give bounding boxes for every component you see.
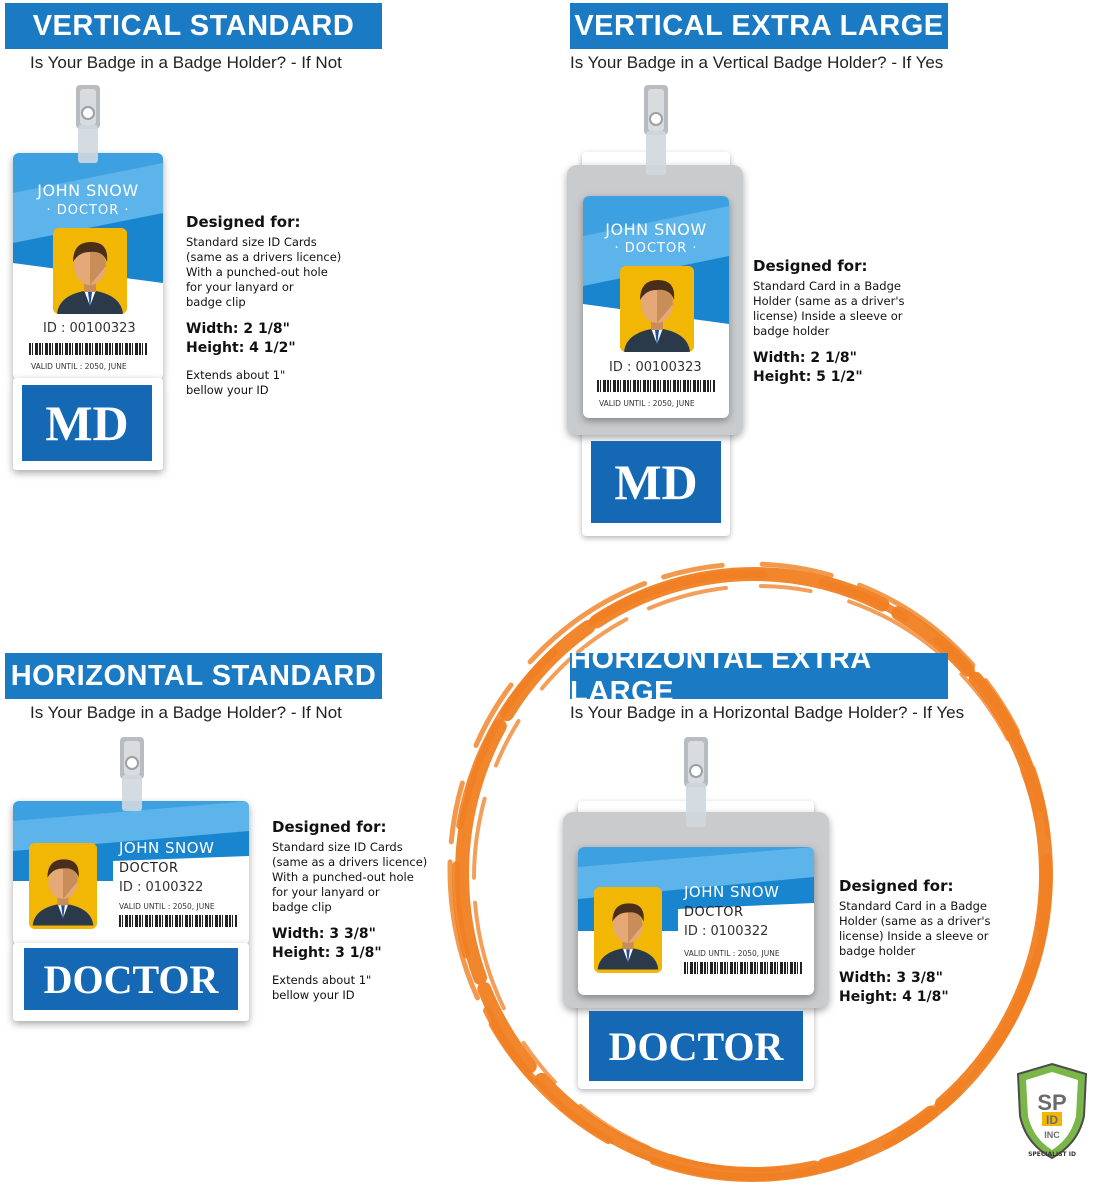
logo-caption: SPECIALIST ID xyxy=(1028,1151,1076,1158)
height-spec: Height: 4 1/8" xyxy=(839,989,949,1005)
height-spec: Height: 5 1/2" xyxy=(753,369,863,385)
height-spec: Height: 4 1/2" xyxy=(186,340,296,356)
info-vertical-extra-large: Designed for: Standard Card in a Badge H… xyxy=(753,257,933,387)
label-md: MD xyxy=(591,441,721,523)
card-name: JOHN SNOW xyxy=(684,883,780,901)
barcode xyxy=(684,962,802,974)
question-vertical-standard: Is Your Badge in a Badge Holder? - If No… xyxy=(30,53,342,72)
card-valid: VALID UNTIL : 2050, JUNE xyxy=(684,949,780,958)
vertical-standard-id-card: JOHN SNOW · DOCTOR · ID : 00100323 VALID… xyxy=(13,153,163,380)
label-doctor: DOCTOR xyxy=(589,1011,803,1081)
svg-text:SP: SP xyxy=(1037,1090,1066,1115)
designed-for-body: Standard Card in a Badge Holder (same as… xyxy=(753,279,905,338)
card-role: · DOCTOR · xyxy=(46,203,130,218)
vertical-xl-id-card: JOHN SNOW · DOCTOR · ID : 00100323 VALID… xyxy=(583,196,729,418)
height-spec: Height: 3 1/8" xyxy=(272,945,382,961)
banner-horizontal-extra-large: HORIZONTAL EXTRA LARGE xyxy=(570,643,948,708)
badge-clip-icon xyxy=(72,85,104,163)
width-spec: Width: 2 1/8" xyxy=(186,321,290,337)
width-spec: Width: 3 3/8" xyxy=(272,926,376,942)
designed-for-body: Standard Card in a Badge Holder (same as… xyxy=(839,899,991,958)
horizontal-xl-id-card: JOHN SNOW DOCTOR ID : 0100322 VALID UNTI… xyxy=(578,847,814,995)
badge-clip-icon xyxy=(640,85,672,175)
avatar xyxy=(620,266,694,352)
label-md: MD xyxy=(22,385,152,461)
card-valid: VALID UNTIL : 2050, JUNE xyxy=(599,399,695,408)
banner-vertical-extra-large: VERTICAL EXTRA LARGE xyxy=(570,3,948,49)
info-horizontal-standard: Designed for: Standard size ID Cards (sa… xyxy=(272,818,452,1003)
card-name: JOHN SNOW xyxy=(605,220,707,239)
question-vertical-extra-large: Is Your Badge in a Vertical Badge Holder… xyxy=(570,53,944,72)
card-name: JOHN SNOW xyxy=(119,839,215,857)
badge-clip-icon xyxy=(116,737,148,811)
barcode xyxy=(29,343,147,355)
card-role: DOCTOR xyxy=(684,905,744,920)
card-id: ID : 00100323 xyxy=(43,321,136,336)
designed-for-heading: Designed for: xyxy=(753,257,868,275)
question-horizontal-extra-large: Is Your Badge in a Horizontal Badge Hold… xyxy=(570,703,965,722)
width-spec: Width: 3 3/8" xyxy=(839,970,943,986)
designed-for-heading: Designed for: xyxy=(272,818,387,836)
designed-for-body: Standard size ID Cards (same as a driver… xyxy=(186,235,342,309)
avatar xyxy=(594,887,662,973)
card-name: JOHN SNOW xyxy=(37,181,139,200)
card-id: ID : 0100322 xyxy=(684,924,769,939)
banner-horizontal-standard: HORIZONTAL STANDARD xyxy=(5,653,382,699)
svg-text:ID: ID xyxy=(1046,1113,1058,1127)
card-role: · DOCTOR · xyxy=(614,241,698,256)
card-role: DOCTOR xyxy=(119,861,179,876)
avatar xyxy=(29,843,97,929)
horizontal-standard-id-card: JOHN SNOW DOCTOR ID : 0100322 VALID UNTI… xyxy=(13,801,249,945)
designed-for-heading: Designed for: xyxy=(186,213,301,231)
badge-clip-icon xyxy=(680,737,712,827)
card-id: ID : 0100322 xyxy=(119,880,204,895)
width-spec: Width: 2 1/8" xyxy=(753,350,857,366)
question-horizontal-standard: Is Your Badge in a Badge Holder? - If No… xyxy=(30,703,342,722)
info-horizontal-extra-large: Designed for: Standard Card in a Badge H… xyxy=(839,877,1019,1007)
designed-for-body: Standard size ID Cards (same as a driver… xyxy=(272,840,428,914)
extends-note: Extends about 1" bellow your ID xyxy=(186,368,286,397)
card-id: ID : 00100323 xyxy=(609,360,702,375)
barcode xyxy=(597,380,715,392)
orange-ring-highlight xyxy=(447,561,1053,1182)
card-valid: VALID UNTIL : 2050, JUNE xyxy=(31,362,127,371)
info-vertical-standard: Designed for: Standard size ID Cards (sa… xyxy=(186,213,366,398)
card-valid: VALID UNTIL : 2050, JUNE xyxy=(119,902,215,911)
svg-text:INC: INC xyxy=(1044,1130,1060,1140)
specialist-id-logo-icon: SP ID INC xyxy=(1016,1062,1088,1160)
label-doctor: DOCTOR xyxy=(24,948,238,1010)
designed-for-heading: Designed for: xyxy=(839,877,954,895)
barcode xyxy=(119,915,237,927)
banner-vertical-standard: VERTICAL STANDARD xyxy=(5,3,382,49)
avatar xyxy=(53,228,127,314)
extends-note: Extends about 1" bellow your ID xyxy=(272,973,372,1002)
